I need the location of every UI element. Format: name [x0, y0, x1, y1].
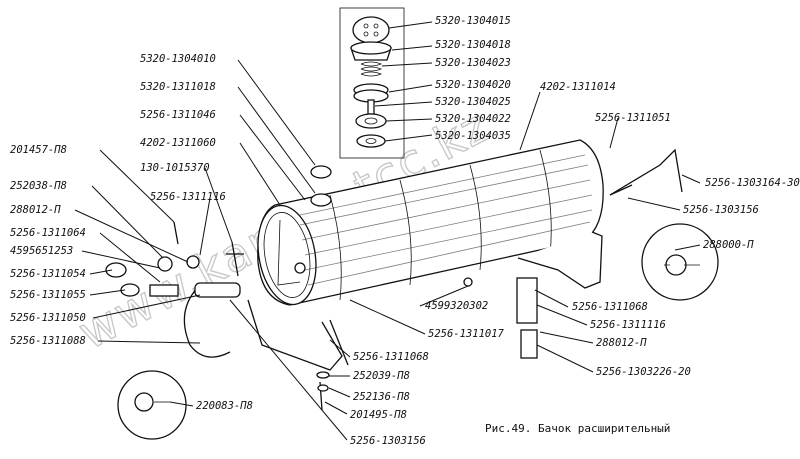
bolt-4599320302: [463, 277, 473, 287]
cap-part-1304015: [352, 16, 390, 44]
expansion-tank: [257, 139, 604, 306]
cap-part-1304023-spring: [360, 61, 383, 77]
cap-part-1304035: [356, 134, 386, 148]
part-label: 252039-П8: [353, 370, 410, 382]
part-label: 201457-П8: [10, 144, 67, 156]
part-label: 5320-1311018: [140, 81, 216, 93]
part-label: 4202-1311060: [140, 137, 216, 149]
part-label: 5256-1311068: [353, 351, 429, 363]
tank-drain-plug: [294, 262, 306, 274]
part-label: 288012-П: [596, 337, 647, 349]
cap-part-1304025: [367, 99, 375, 115]
part-label: 5256-1303156: [350, 435, 426, 447]
part-label: 5256-1311055: [10, 289, 86, 301]
part-label: 5320-1304022: [435, 113, 511, 125]
part-label: 4202-1311014: [540, 81, 616, 93]
filler-neck-base: [310, 193, 332, 207]
part-label: 5320-1304035: [435, 130, 511, 142]
cap-part-1304020-gear: [353, 83, 389, 103]
part-label: 5320-1304010: [140, 53, 216, 65]
cap-part-1304018: [350, 41, 392, 61]
part-label: 5256-1311017: [428, 328, 505, 340]
part-label: 5256-1311068: [572, 301, 648, 313]
part-label: 288012-П: [10, 204, 61, 216]
part-label: 288000-П: [703, 239, 754, 251]
filler-neck: [310, 165, 332, 179]
part-label: 5320-1304025: [435, 96, 511, 108]
overflow-pipe: [609, 148, 683, 196]
part-label: 5256-1311116: [590, 319, 666, 331]
part-label: 5256-1311050: [10, 312, 86, 324]
connector-pipe-1311116: [516, 277, 538, 324]
washer-252136: [317, 384, 329, 392]
part-label: 5256-1311051: [595, 112, 671, 124]
tank-end-cap: [257, 204, 317, 306]
connector-pipe-1303226: [520, 329, 538, 359]
part-label: 5320-1304018: [435, 39, 511, 51]
figure-caption: Рис.49. Бачок расширительный: [485, 422, 670, 435]
part-label: 201495-П8: [350, 409, 407, 421]
clamp-4595651253: [157, 256, 173, 272]
part-label: 5256-1311088: [10, 335, 86, 347]
bolt-201457: [173, 221, 179, 245]
hose-1311088: [183, 284, 231, 358]
part-label: 4595651253: [10, 245, 73, 257]
cap-assembly-frame: [339, 7, 405, 159]
part-label: 5256-1311046: [140, 109, 216, 121]
part-label: 5256-1303156: [683, 204, 759, 216]
part-label: 220083-П8: [196, 400, 253, 412]
part-label: 5320-1304023: [435, 57, 511, 69]
part-label: 5256-1303226-20: [596, 366, 691, 378]
cap-part-1304022: [355, 113, 387, 129]
cap-1311054: [105, 262, 127, 278]
leader-lines: [74, 21, 701, 441]
tank-bracket-handle: [277, 219, 301, 286]
part-label: 252038-П8: [10, 180, 67, 192]
part-label: 5320-1304020: [435, 79, 511, 91]
part-label: 252136-П8: [353, 391, 410, 403]
valve-130-1015370: [226, 241, 244, 277]
clamp-288012: [186, 255, 200, 269]
part-label: 5256-1311064: [10, 227, 86, 239]
part-label: 5256-1311116: [150, 191, 226, 203]
fitting-1311064: [149, 284, 179, 297]
part-label: 5256-1303164-30: [705, 177, 800, 189]
tank-support-right: [517, 231, 603, 289]
part-label: 5320-1304015: [435, 15, 511, 27]
tank-support-left: [247, 299, 349, 371]
cap-assembly: [339, 7, 405, 159]
part-label: 4599320302: [425, 300, 488, 312]
part-label: 130-1015370: [140, 162, 210, 174]
part-label: 5256-1311054: [10, 268, 86, 280]
washer-252039: [316, 371, 330, 379]
part-labels: 5320-1304015 5320-1304018 5320-1304023 5…: [10, 15, 800, 447]
ring-1311055: [120, 283, 140, 297]
hose-1311050: [194, 282, 241, 298]
